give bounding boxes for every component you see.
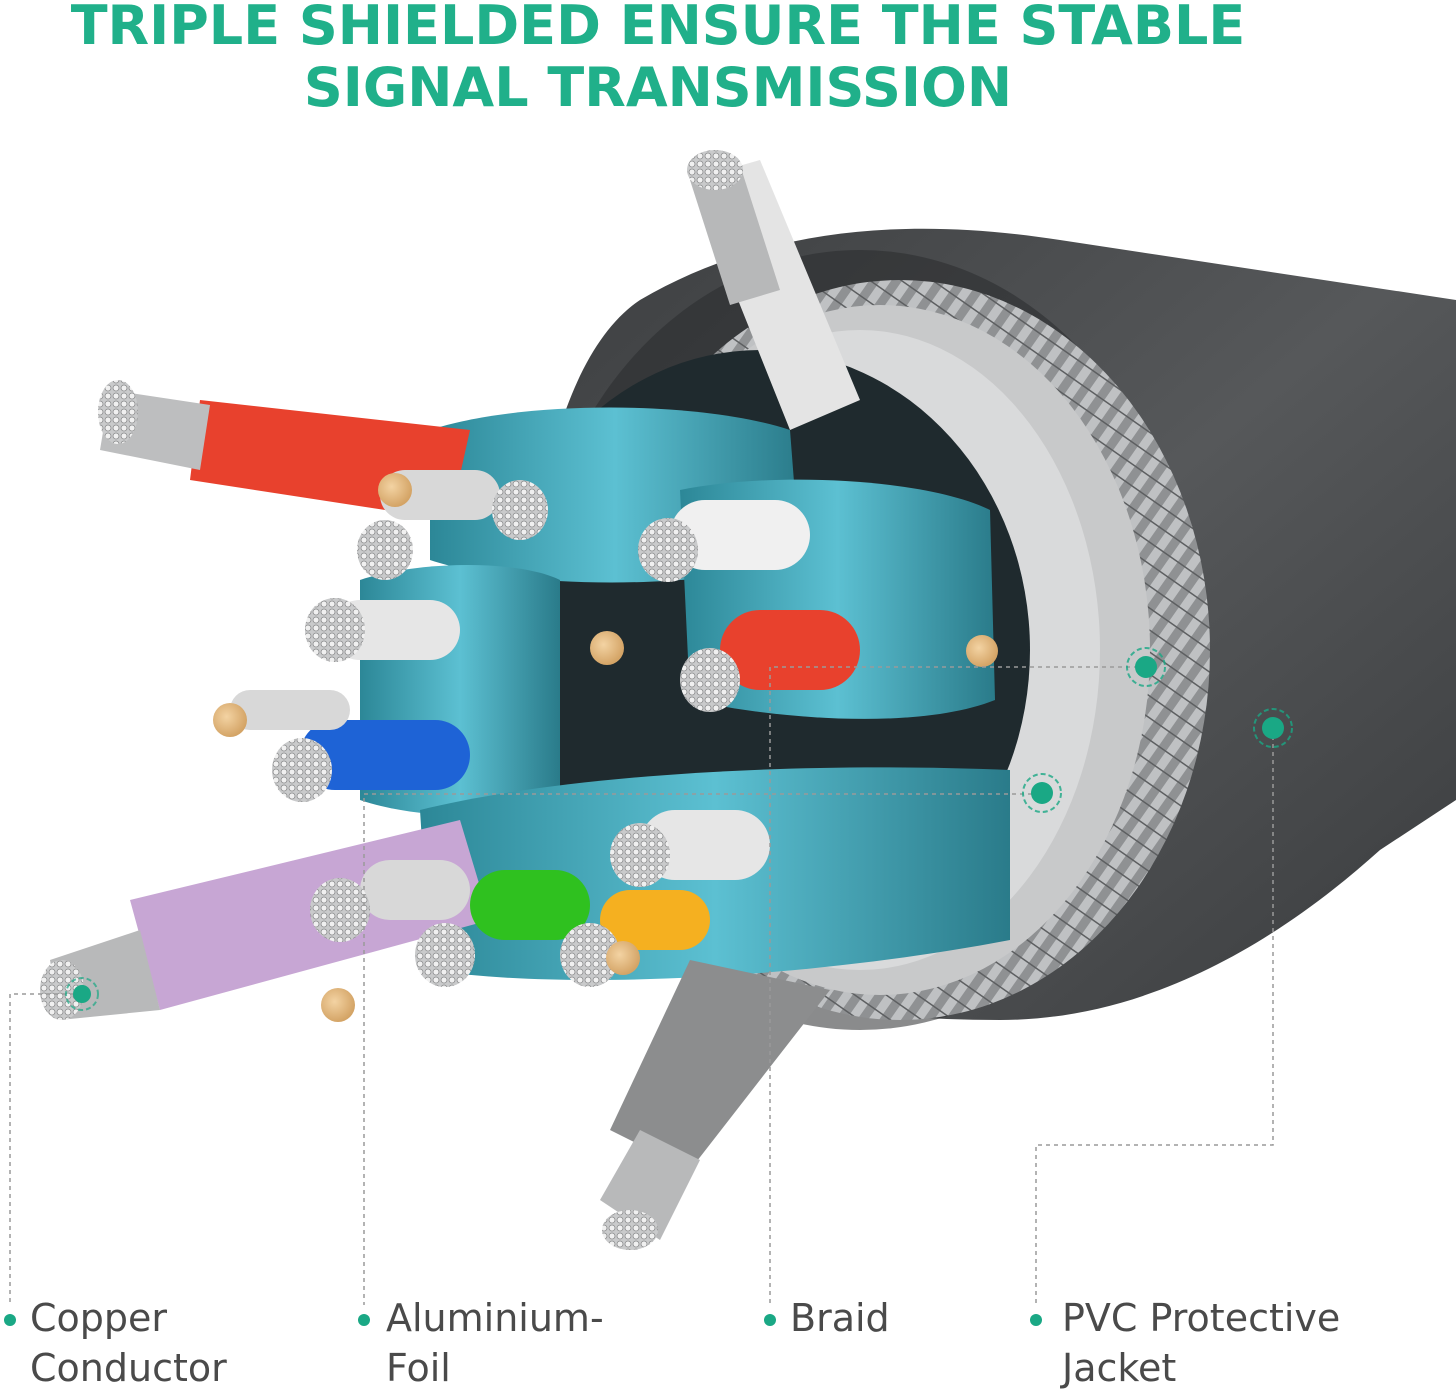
- braid-bullet-icon: [764, 1314, 776, 1326]
- label-braid: Braid: [790, 1293, 890, 1343]
- label-jacket-line1: PVC Protective: [1062, 1296, 1341, 1340]
- callout-leaders: [9, 666, 1274, 1305]
- jacket-bullet-icon: [1030, 1314, 1042, 1326]
- headline-line-2: SIGNAL TRANSMISSION: [303, 56, 1013, 119]
- leader-jacket: [1035, 728, 1274, 1305]
- red-wire: [98, 380, 470, 520]
- label-braid-line1: Braid: [790, 1296, 890, 1340]
- drain-wire-top: [687, 150, 860, 430]
- foil-bullet-icon: [358, 1314, 370, 1326]
- label-jacket-line2: Jacket: [1062, 1346, 1177, 1389]
- conductor-tips: [213, 473, 998, 1022]
- label-aluminium-foil: Aluminium- Foil: [386, 1293, 604, 1389]
- gray-wire-bottom: [600, 960, 830, 1250]
- inner-wires: [230, 470, 860, 987]
- label-foil-line2: Foil: [386, 1346, 451, 1389]
- label-copper-conductor: Copper Conductor: [30, 1293, 227, 1389]
- callout-markers: [65, 647, 1293, 1011]
- headline-line-1: TRIPLE SHIELDED ENSURE THE STABLE: [70, 0, 1246, 57]
- label-copper-line2: Conductor: [30, 1346, 227, 1389]
- leader-copper: [9, 993, 82, 1305]
- leader-braid: [769, 666, 1146, 1305]
- label-pvc-jacket: PVC Protective Jacket: [1062, 1293, 1340, 1389]
- label-foil-line1: Aluminium-: [386, 1296, 604, 1340]
- label-copper-line1: Copper: [30, 1296, 168, 1340]
- copper-bullet-icon: [4, 1314, 16, 1326]
- leader-foil: [363, 793, 1040, 1305]
